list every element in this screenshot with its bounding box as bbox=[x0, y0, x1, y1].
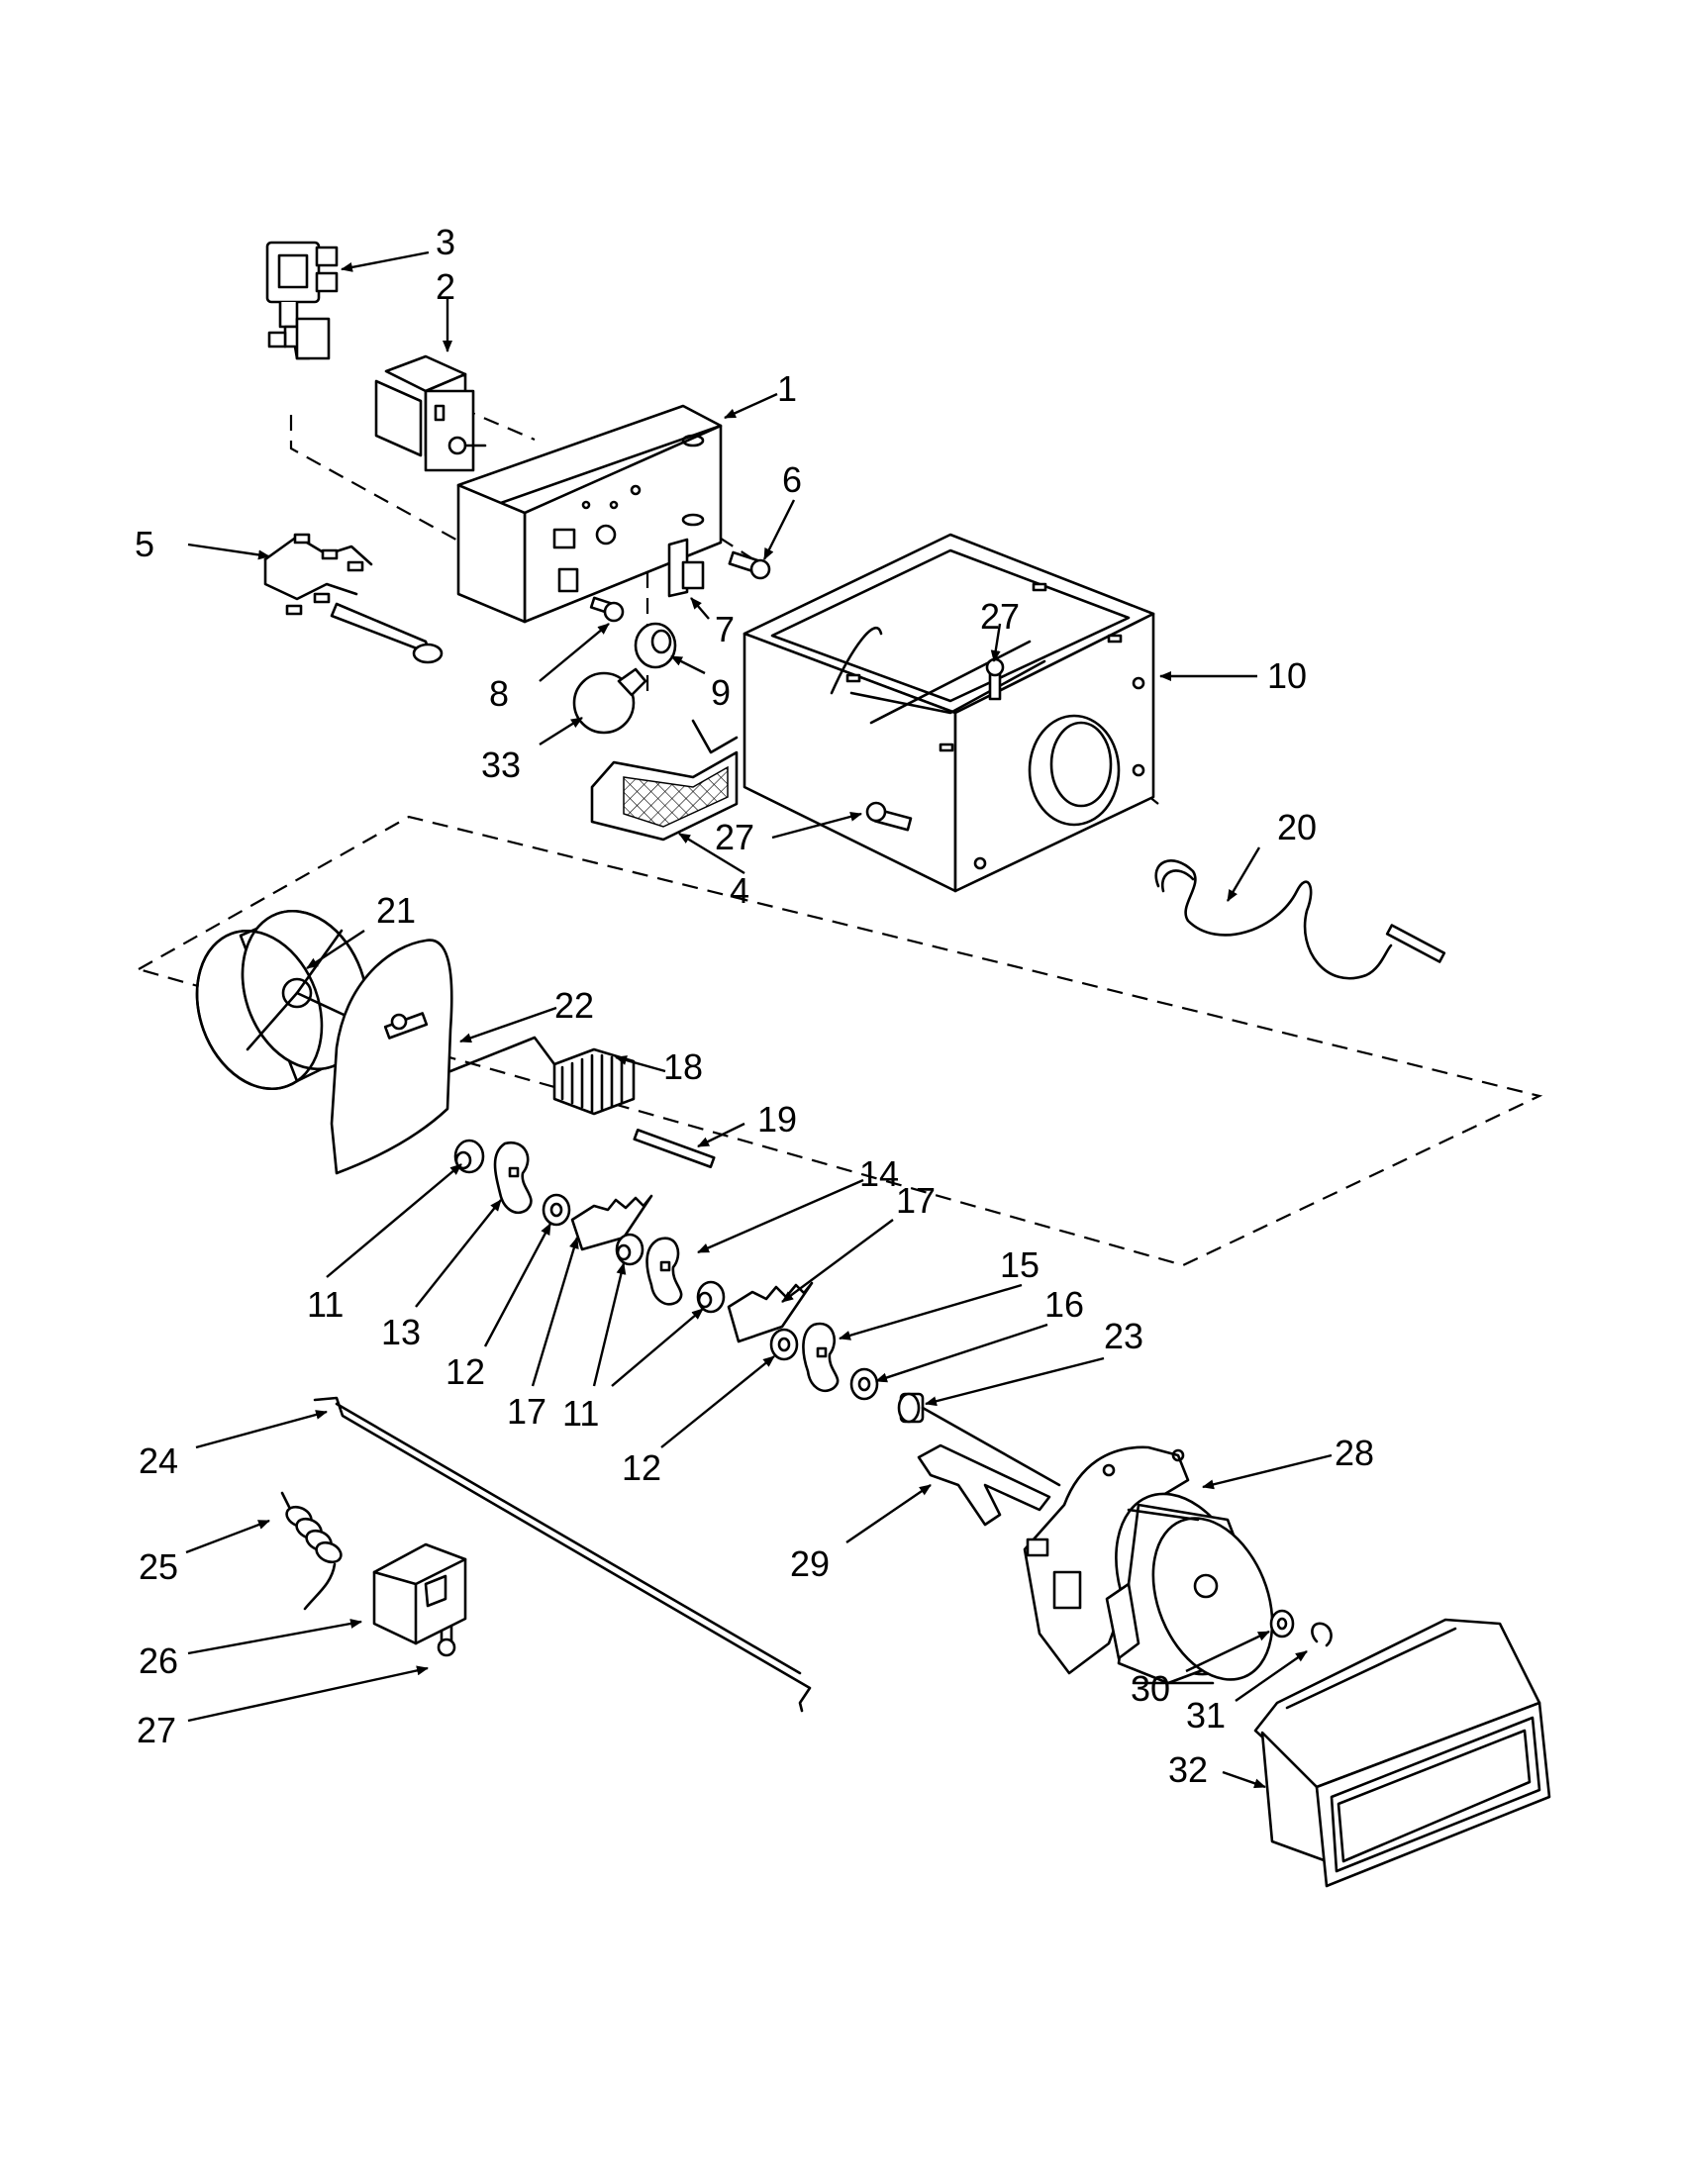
callout-11b: 11 bbox=[562, 1393, 599, 1434]
part-bearing-11c bbox=[696, 1280, 726, 1314]
part-blade-17a bbox=[570, 1194, 653, 1251]
part-screw-6 bbox=[728, 550, 771, 580]
part-spring-25 bbox=[280, 1491, 343, 1611]
part-lamp-shield bbox=[590, 719, 739, 842]
callout-27c: 27 bbox=[137, 1710, 176, 1750]
part-screw-27b bbox=[865, 801, 913, 832]
callout-25: 25 bbox=[139, 1546, 178, 1587]
callout-27b: 27 bbox=[715, 817, 754, 857]
callout-19: 19 bbox=[757, 1099, 797, 1140]
callout-24: 24 bbox=[139, 1440, 178, 1481]
callout-27a: 27 bbox=[980, 596, 1020, 637]
part-bracket-29 bbox=[917, 1443, 1051, 1527]
callout-8: 8 bbox=[489, 673, 509, 714]
leader-lines bbox=[185, 250, 1333, 1789]
part-divider-plate bbox=[330, 939, 453, 1175]
callout-5: 5 bbox=[135, 524, 154, 564]
part-washer-12b bbox=[769, 1328, 799, 1361]
part-clip-31 bbox=[1311, 1622, 1333, 1647]
callout-21: 21 bbox=[376, 890, 416, 931]
callout-31: 31 bbox=[1186, 1695, 1226, 1736]
part-bracket-26 bbox=[372, 1542, 467, 1645]
part-ice-bin-housing bbox=[743, 533, 1155, 893]
part-washer-12a bbox=[542, 1193, 571, 1227]
callout-14: 14 bbox=[859, 1153, 899, 1194]
callout-10: 10 bbox=[1267, 655, 1307, 696]
part-motor-cover bbox=[1253, 1618, 1551, 1888]
part-wire-harness bbox=[263, 533, 444, 664]
callout-30: 30 bbox=[1131, 1668, 1170, 1709]
part-control-housing bbox=[456, 404, 723, 624]
part-blade-15 bbox=[802, 1322, 840, 1393]
callout-28: 28 bbox=[1335, 1433, 1374, 1473]
callout-12b: 12 bbox=[622, 1447, 661, 1488]
callout-17a: 17 bbox=[507, 1391, 546, 1432]
part-bearing-11b bbox=[615, 1233, 644, 1266]
part-washer-30 bbox=[1269, 1609, 1295, 1638]
callout-22: 22 bbox=[554, 985, 594, 1026]
callout-11a: 11 bbox=[307, 1284, 344, 1325]
part-ice-comb bbox=[448, 1036, 636, 1116]
part-blade-14 bbox=[645, 1237, 683, 1306]
callout-7: 7 bbox=[715, 609, 735, 649]
part-switch bbox=[667, 538, 705, 598]
part-blade-13 bbox=[493, 1141, 533, 1215]
part-nut-23 bbox=[897, 1392, 1061, 1487]
part-lamp-socket bbox=[634, 622, 677, 669]
callout-23: 23 bbox=[1104, 1316, 1143, 1356]
part-auger-wheel bbox=[195, 909, 369, 1091]
part-bearing-11a bbox=[453, 1139, 485, 1174]
callout-1: 1 bbox=[777, 368, 797, 409]
callout-4: 4 bbox=[730, 870, 749, 911]
callout-32: 32 bbox=[1168, 1749, 1208, 1790]
part-light-bulb bbox=[572, 667, 647, 735]
part-blade-17b bbox=[727, 1281, 814, 1343]
part-shaft bbox=[633, 1128, 716, 1169]
callout-20: 20 bbox=[1277, 807, 1317, 847]
callout-18: 18 bbox=[663, 1046, 703, 1087]
part-dispenser-motor bbox=[374, 354, 487, 472]
callout-17b: 17 bbox=[896, 1180, 936, 1221]
part-screw-27a bbox=[985, 657, 1005, 701]
part-heater-wire bbox=[1154, 859, 1446, 980]
callout-26: 26 bbox=[139, 1640, 178, 1681]
callout-16: 16 bbox=[1044, 1284, 1084, 1325]
part-washer-16 bbox=[849, 1367, 879, 1401]
callout-12a: 12 bbox=[446, 1351, 485, 1392]
part-rod-24 bbox=[313, 1396, 812, 1713]
callout-29: 29 bbox=[790, 1543, 830, 1584]
callout-6: 6 bbox=[782, 459, 802, 500]
callout-9: 9 bbox=[711, 672, 731, 713]
callout-3: 3 bbox=[436, 222, 455, 262]
part-screw-8 bbox=[589, 596, 625, 623]
callout-15: 15 bbox=[1000, 1244, 1040, 1285]
part-solenoid-valve bbox=[265, 241, 339, 360]
callout-2: 2 bbox=[436, 266, 455, 307]
callout-labels: 1 2 3 4 5 6 7 8 9 10 11 11 11 12 12 13 1… bbox=[135, 222, 1374, 1790]
callout-13: 13 bbox=[381, 1312, 421, 1352]
part-auger-motor bbox=[1023, 1445, 1274, 1685]
callout-33: 33 bbox=[481, 745, 521, 785]
